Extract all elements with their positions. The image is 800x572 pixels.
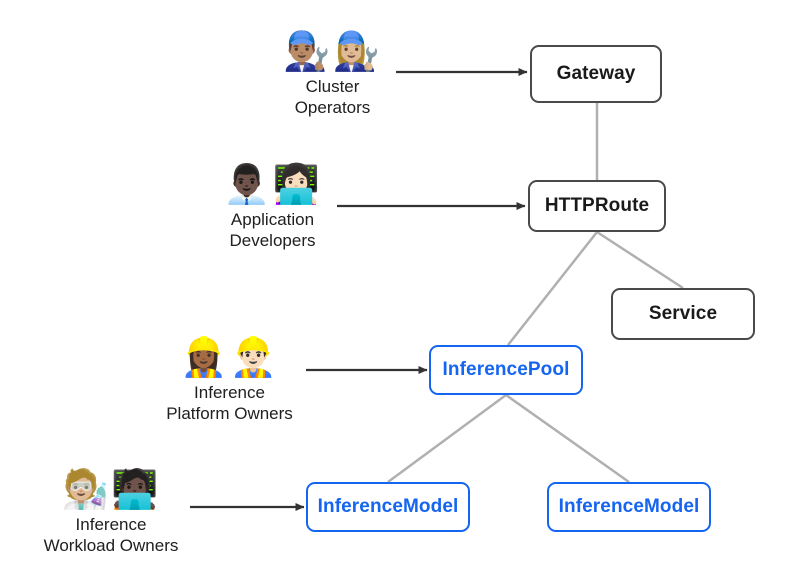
- node-inferencemodel-right-label: InferenceModel: [558, 496, 700, 517]
- node-gateway-label: Gateway: [556, 63, 636, 84]
- inference-platform-owners-icons: 👷🏾‍♀️👷🏻‍♂️: [180, 335, 279, 379]
- node-inferencemodel-left[interactable]: InferenceModel: [306, 482, 470, 532]
- application-developers-icons: 👨🏿‍💼👩🏻‍💻: [223, 162, 322, 206]
- cluster-operators-icons: 👨🏽‍🔧👩🏼‍🔧: [283, 29, 382, 73]
- edge-inferencepool-inferencemodel-left: [387, 393, 507, 484]
- node-httproute[interactable]: HTTPRoute: [528, 180, 666, 232]
- node-inferencemodel-right[interactable]: InferenceModel: [547, 482, 711, 532]
- inference-workload-owners-icons: 🧑🏼‍🔬🧑🏿‍💻: [61, 467, 161, 511]
- node-gateway[interactable]: Gateway: [530, 45, 662, 103]
- edge-inferencepool-inferencemodel-right: [505, 393, 630, 484]
- node-inferencemodel-left-label: InferenceModel: [317, 496, 459, 517]
- cluster-operators-label: Cluster Operators: [294, 77, 371, 117]
- node-inferencepool-label: InferencePool: [442, 359, 570, 380]
- edge-httproute-inferencepool: [507, 231, 598, 346]
- inference-platform-owners-label: Inference Platform Owners: [166, 383, 293, 423]
- persona-inference-platform-owners: 👷🏾‍♀️👷🏻‍♂️ Inference Platform Owners: [152, 334, 307, 424]
- edge-httproute-service: [596, 230, 684, 290]
- persona-cluster-operators: 👨🏽‍🔧👩🏼‍🔧 Cluster Operators: [255, 28, 410, 118]
- node-inferencepool[interactable]: InferencePool: [429, 345, 583, 395]
- application-developers-label: Application Developers: [229, 210, 316, 250]
- node-service[interactable]: Service: [611, 288, 755, 340]
- persona-application-developers: 👨🏿‍💼👩🏻‍💻 Application Developers: [195, 161, 350, 251]
- node-service-label: Service: [648, 303, 718, 324]
- node-httproute-label: HTTPRoute: [544, 195, 650, 216]
- inference-workload-owners-label: Inference Workload Owners: [43, 515, 179, 555]
- persona-inference-workload-owners: 🧑🏼‍🔬🧑🏿‍💻 Inference Workload Owners: [30, 466, 192, 556]
